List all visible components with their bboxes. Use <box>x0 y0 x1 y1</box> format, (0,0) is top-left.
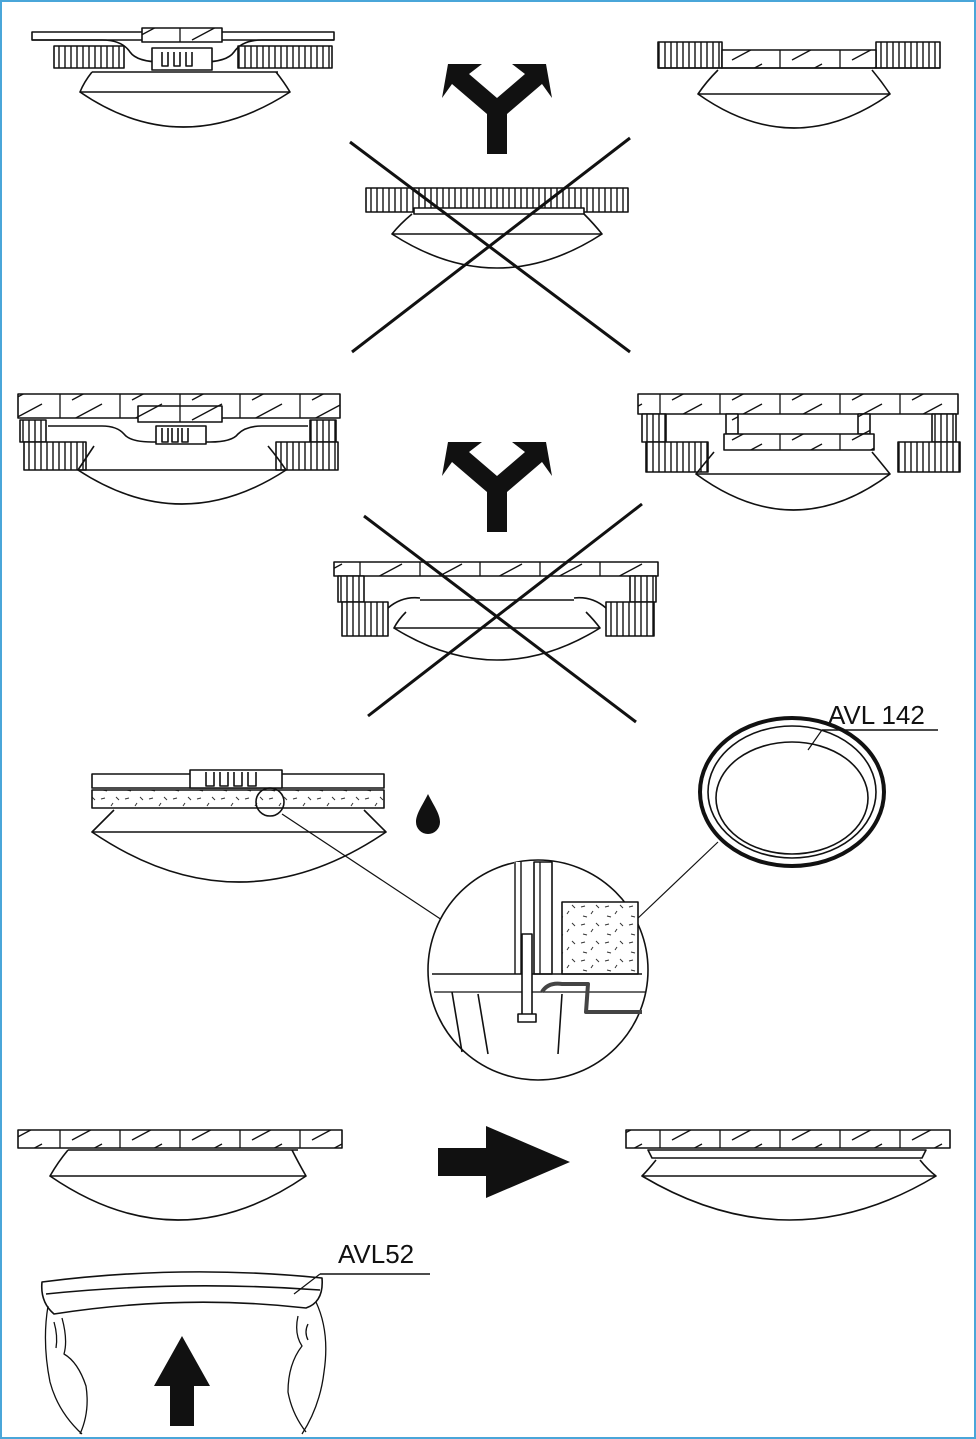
fixture-surface-insulation-wrong <box>365 187 629 269</box>
fixture-flush-insulated <box>657 41 941 129</box>
label-avl142: AVL 142 <box>828 700 925 730</box>
cross-icon <box>363 502 643 724</box>
fixture-recessed-box-ceiling-gap <box>17 393 341 505</box>
water-drop-icon <box>416 794 440 834</box>
fixture-clipped-ceiling-wrong <box>333 561 659 661</box>
fixture-recessed-box-insulated <box>31 27 335 128</box>
cross-icon <box>349 136 631 354</box>
gasket-ring-avl52 <box>40 1271 430 1315</box>
up-arrow-icon <box>154 1336 210 1426</box>
split-arrow-icon <box>442 64 552 154</box>
fixture-sealed <box>91 769 443 921</box>
fixture-spacer-ceiling-gap <box>637 393 961 511</box>
fixture-after <box>625 1129 951 1221</box>
label-avl52: AVL52 <box>338 1239 415 1269</box>
fixture-before <box>17 1129 343 1221</box>
right-arrow-icon <box>438 1126 570 1198</box>
detail-magnifier <box>427 859 649 1081</box>
split-arrow-icon <box>442 442 552 532</box>
gasket-ring-avl142 <box>635 716 938 921</box>
hands-icon <box>44 1301 327 1435</box>
